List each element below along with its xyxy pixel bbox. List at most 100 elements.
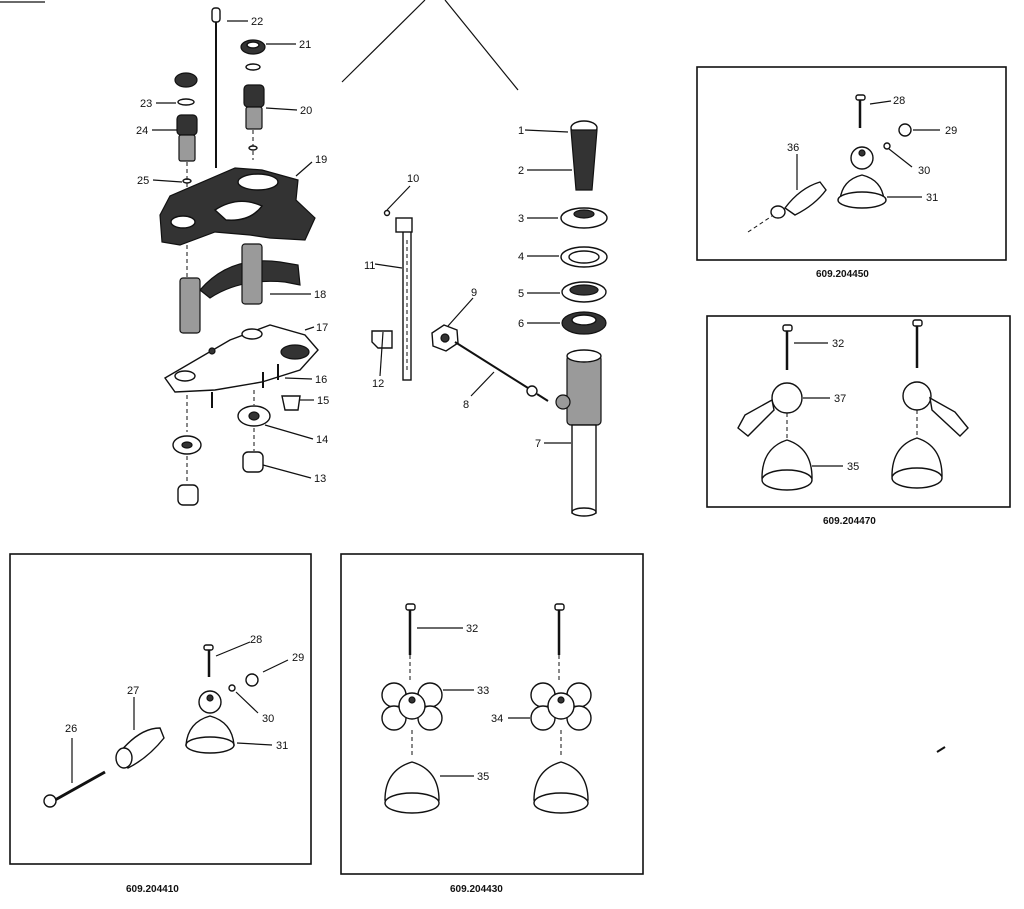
part-7-drain-body [555, 349, 602, 517]
faucet-assembly [159, 7, 319, 506]
part-16-screws [211, 364, 279, 408]
p450-callout-29: 29 [945, 125, 957, 137]
callout-9: 9 [471, 287, 477, 299]
callout-16: 16 [315, 374, 327, 386]
panel-450-caption: 609.204450 [816, 269, 869, 280]
p410-callout-27: 27 [127, 685, 139, 697]
drain-assembly [555, 120, 608, 517]
callout-10: 10 [407, 173, 419, 185]
panel-609-204470: 32 37 35 609.204470 [706, 315, 1011, 527]
panel-470-frame [706, 315, 1011, 508]
part-21-bonnet [240, 39, 266, 71]
p410-part-28-screw [203, 644, 214, 677]
p450-callout-30: 30 [918, 165, 930, 177]
callout-3: 3 [518, 213, 524, 225]
part-10-screw [383, 209, 391, 217]
panel-470-caption: 609.204470 [823, 516, 876, 527]
p470-handle-left [737, 324, 813, 491]
p430-callout-33: 33 [477, 685, 489, 697]
panel-410-caption: 609.204410 [126, 884, 179, 895]
p450-part-31-base [837, 146, 887, 209]
main-callout-labels: 1 2 3 4 5 6 7 8 9 10 11 12 13 14 15 16 1… [136, 16, 541, 485]
p410-callout-31: 31 [276, 740, 288, 752]
panel-430-caption: 609.204430 [450, 884, 503, 895]
p430-callout-32: 32 [466, 623, 478, 635]
callout-14: 14 [316, 434, 328, 446]
panel-410-frame [9, 553, 312, 865]
popup-linkage [371, 209, 549, 402]
panel-450-frame [696, 66, 1007, 261]
callout-17: 17 [316, 322, 328, 334]
part-4-gasket [560, 246, 608, 268]
p470-callout-35: 35 [847, 461, 859, 473]
part-15-cap [281, 395, 301, 411]
p450-part-36-handle [747, 181, 827, 233]
part-11-lift-strap [395, 217, 413, 381]
callout-2: 2 [518, 165, 524, 177]
p450-part-29-button [898, 123, 912, 137]
callout-13: 13 [314, 473, 326, 485]
p430-callout-34: 34 [491, 713, 503, 725]
p410-part-29-button [245, 673, 259, 687]
part-23-24-25-left-cartridge [174, 72, 198, 195]
callout-1: 1 [518, 125, 524, 137]
p430-callout-35: 35 [477, 771, 489, 783]
p450-part-28-screw [855, 94, 866, 128]
callout-22: 22 [251, 16, 263, 28]
p410-part-27-handle [115, 727, 165, 769]
p470-handle-right [891, 319, 969, 489]
part-5-washer [561, 281, 607, 303]
panel-609-204450: 28 29 30 31 36 609.204450 [696, 66, 1007, 280]
guide-line-right [444, 0, 519, 91]
callout-21: 21 [299, 39, 311, 51]
callout-6: 6 [518, 318, 524, 330]
callout-19: 19 [315, 154, 327, 166]
p450-part-30-setscrew [883, 142, 891, 150]
callout-12: 12 [372, 378, 384, 390]
part-14-washers [172, 390, 271, 455]
guide-line-left [341, 0, 426, 83]
p450-callout-36: 36 [787, 142, 799, 154]
part-9-nut [431, 324, 459, 352]
callout-4: 4 [518, 251, 524, 263]
p410-part-30-setscrew [228, 684, 236, 692]
part-20-cartridge [243, 84, 265, 160]
p410-part-26-stem [43, 770, 106, 808]
callout-24: 24 [136, 125, 148, 137]
part-17-base-plate [163, 324, 319, 393]
p450-callout-28: 28 [893, 95, 905, 107]
callout-18: 18 [314, 289, 326, 301]
p410-callout-29: 29 [292, 652, 304, 664]
callout-5: 5 [518, 288, 524, 300]
p410-callout-30: 30 [262, 713, 274, 725]
p410-part-31-base [185, 690, 235, 754]
p470-callout-32: 32 [832, 338, 844, 350]
p430-handle-right [530, 603, 592, 814]
part-13-nuts [177, 428, 264, 506]
callout-8: 8 [463, 399, 469, 411]
callout-23: 23 [140, 98, 152, 110]
p450-callout-31: 31 [926, 192, 938, 204]
panel-430-frame [340, 553, 644, 875]
main-leader-lines [152, 20, 572, 479]
part-19-faucet-body [159, 167, 316, 246]
callout-20: 20 [300, 105, 312, 117]
part-8-pivot-rod [454, 341, 549, 402]
part-18-spout [179, 243, 301, 334]
p410-callout-28: 28 [250, 634, 262, 646]
p470-callout-37: 37 [834, 393, 846, 405]
part-3-flange [560, 207, 608, 229]
p410-callout-26: 26 [65, 723, 77, 735]
callout-25: 25 [137, 175, 149, 187]
part-2-stopper [570, 129, 598, 191]
callout-15: 15 [317, 395, 329, 407]
callout-11: 11 [364, 260, 375, 272]
callout-7: 7 [535, 438, 541, 450]
stray-mark [936, 746, 946, 753]
panel-609-204430: 32 33 34 35 609.204430 [340, 553, 644, 895]
p430-handle-left [381, 603, 443, 814]
panel-609-204410: 26 27 28 29 30 31 609.204410 [9, 553, 312, 895]
part-22-lift-rod [211, 7, 221, 168]
part-6-nut [561, 311, 607, 335]
